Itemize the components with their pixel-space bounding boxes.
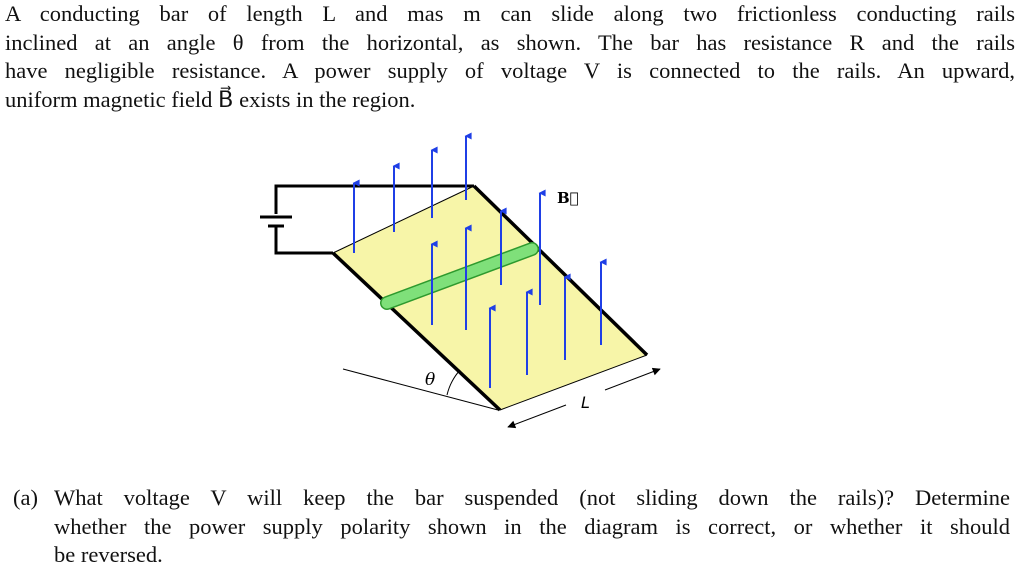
statement-line: have negligible resistance. A power supp… (5, 58, 1015, 84)
question-label: (a) (13, 485, 38, 510)
angle-label: θ (425, 370, 435, 390)
statement-line: A conducting bar of length L and mas m c… (5, 1, 1015, 26)
length-label: L (581, 393, 590, 412)
question-a: (a) What voltage V will keep the bar sus… (0, 484, 1010, 570)
inclined-plane (333, 186, 647, 410)
top-edge (332, 185, 475, 254)
question-line: whether the power supply polarity shown … (54, 513, 1010, 539)
horizontal-reference-line (342, 368, 499, 411)
bottom-edge (499, 354, 648, 411)
conducting-bar-fill (381, 243, 538, 309)
problem-statement: A conducting bar of length L and mas m c… (5, 0, 1015, 115)
field-label: B⃗ (557, 189, 579, 207)
question-line: be reversed. (54, 542, 163, 568)
angle-arc (446, 369, 461, 396)
left-rail (331, 251, 502, 412)
statement-line: inclined at an angle θ from the horizont… (5, 29, 1015, 55)
question-line: What voltage V will keep the bar suspend… (54, 485, 1010, 510)
length-dimension-left (507, 404, 567, 429)
wire-top (274, 184, 474, 214)
length-dimension-right (604, 367, 661, 391)
statement-line: uniform magnetic field B⃗ exists in the … (5, 87, 416, 113)
wire-bottom (274, 226, 333, 255)
